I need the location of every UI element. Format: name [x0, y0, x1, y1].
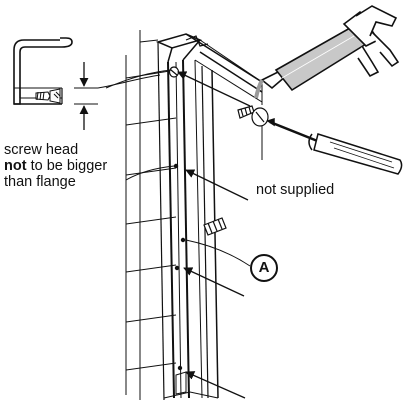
door-frame-icon — [155, 33, 263, 401]
screw-head-note: screw head not to be bigger than flange — [4, 142, 107, 190]
flange-profile-detail-icon — [13, 37, 161, 130]
callout-a: A — [250, 254, 278, 282]
screw-head-note-line2-rest: to be bigger — [26, 158, 108, 174]
wall-tile-icon — [125, 30, 177, 400]
screwdriver-icon — [266, 117, 403, 175]
screw-head-note-line1: screw head — [4, 142, 79, 158]
sealant-gun-icon — [254, 5, 400, 99]
wall-plug-icon — [203, 217, 227, 236]
direction-arrows — [177, 71, 251, 399]
detail-screw-icon — [35, 88, 61, 104]
frame-top-screw — [168, 66, 180, 78]
not-supplied-label: not supplied — [256, 182, 335, 198]
screw-icon — [237, 105, 269, 127]
screw-hole-markers — [173, 163, 186, 371]
screw-head-note-line2: not to be bigger — [4, 158, 107, 174]
screw-head-note-line3: than flange — [4, 174, 76, 190]
emphasis-not: not — [4, 158, 27, 174]
